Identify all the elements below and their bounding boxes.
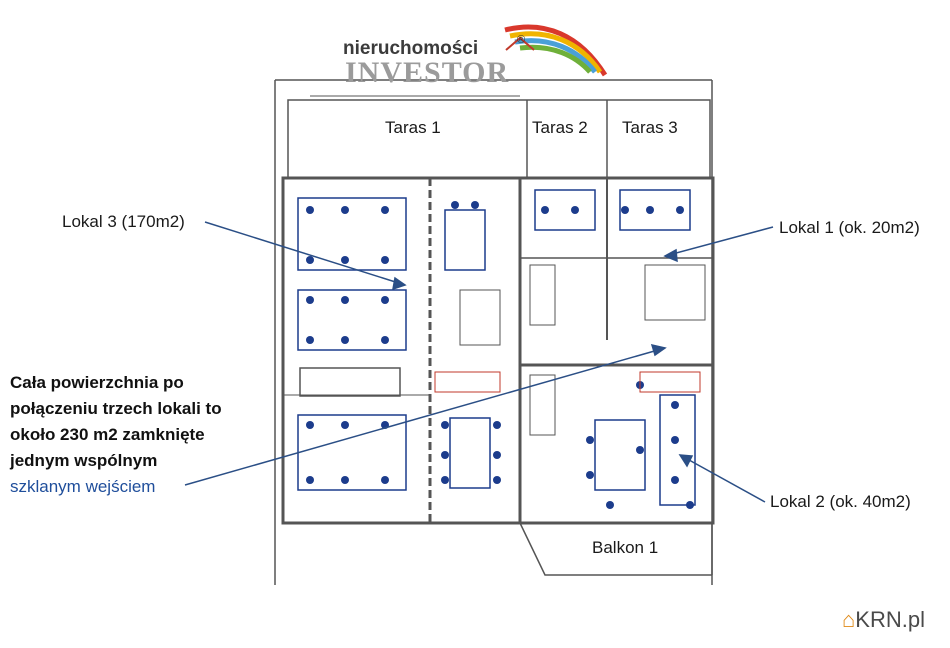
- krn-watermark: ⌂KRN.pl: [842, 607, 925, 633]
- label-taras-1: Taras 1: [385, 118, 441, 137]
- label-taras-2: Taras 2: [532, 118, 588, 137]
- krn-watermark-text: KRN.pl: [855, 607, 925, 632]
- callout-arrows: [184, 221, 774, 503]
- description-line-4: jednym wspólnym: [10, 451, 158, 470]
- callout-lokal-3: Lokal 3 (170m2): [62, 212, 185, 231]
- logo-top-text: nieruchomości: [343, 38, 479, 59]
- description-line-1: Cała powierzchnia po: [10, 373, 184, 392]
- building-outline: [274, 79, 715, 585]
- logo-swoosh-icon: [504, 24, 608, 77]
- logo-main-text: INVESTOR: [345, 56, 510, 89]
- description-text: Cała powierzchnia po połączeniu trzech l…: [10, 370, 280, 500]
- description-line-3: około 230 m2 zamknięte: [10, 425, 205, 444]
- label-balkon-1: Balkon 1: [592, 538, 659, 557]
- chairs: [306, 201, 694, 509]
- callout-lokal-2: Lokal 2 (ok. 40m2): [770, 492, 911, 511]
- fixtures: [434, 264, 706, 436]
- description-line-5: szklanym wejściem: [10, 477, 156, 496]
- callout-lokal-1: Lokal 1 (ok. 20m2): [779, 218, 920, 237]
- description-line-2: połączeniu trzech lokali to: [10, 399, 222, 418]
- krn-house-icon: ⌂: [842, 607, 856, 632]
- label-taras-3: Taras 3: [622, 118, 678, 137]
- logo-house-icon: [505, 36, 535, 51]
- logo-registered-mark: ®: [517, 34, 526, 46]
